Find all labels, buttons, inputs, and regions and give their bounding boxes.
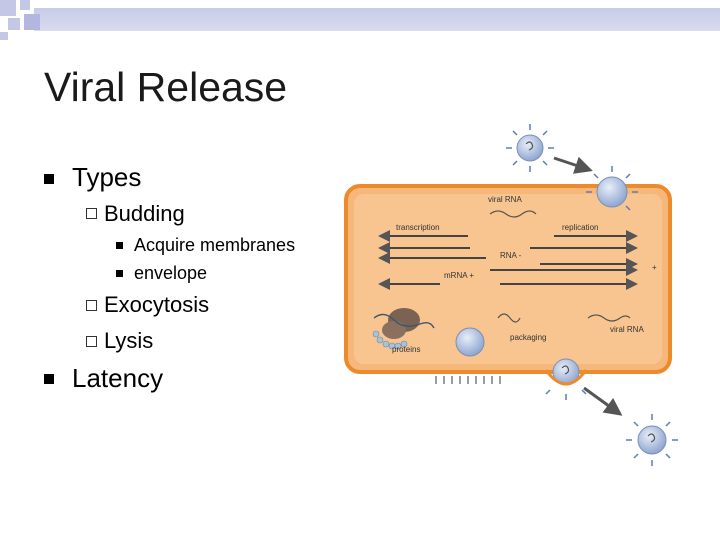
sub-sub-item-envelope: envelope: [134, 263, 208, 283]
capsid-icon: [455, 327, 485, 357]
label-packaging: packaging: [510, 333, 546, 342]
checkbox-bullet-icon: [86, 300, 97, 311]
label-replication: replication: [562, 223, 598, 232]
decor-square: [0, 0, 16, 16]
label-viral-rna-top: viral RNA: [488, 195, 522, 204]
label-transcription: transcription: [396, 223, 440, 232]
checkbox-bullet-icon: [86, 208, 97, 219]
exiting-virus-icon: [544, 358, 588, 400]
entry-arrow: [553, 156, 593, 174]
membrane-receptors: [435, 376, 501, 384]
sub-sub-item-acquire-membranes: Acquire membranes: [134, 235, 296, 255]
bullet-square: [44, 374, 54, 384]
exit-arrow: [583, 386, 623, 416]
slide-title: Viral Release: [44, 64, 288, 110]
label-proteins: proteins: [392, 345, 420, 354]
label-viral-rna-right: viral RNA: [610, 325, 644, 334]
incoming-virus-icon: [506, 124, 554, 172]
decor-square: [0, 32, 8, 40]
decor-square: [24, 14, 40, 30]
bullet-types: Types: [72, 162, 142, 192]
bullet-latency: Latency: [72, 363, 164, 393]
bullet-square: [116, 242, 123, 249]
sub-item-exocytosis: Exocytosis: [104, 292, 210, 317]
sub-item-budding: Budding: [104, 201, 185, 226]
decor-square: [8, 18, 20, 30]
decor-square: [20, 0, 30, 10]
bullet-square: [44, 174, 54, 184]
sub-item-lysis: Lysis: [104, 328, 154, 353]
label-plus: +: [652, 263, 657, 272]
cytoplasm: [354, 194, 662, 364]
viral-release-diagram: viral RNA transcription replication RNA …: [344, 124, 678, 466]
decorative-header: [0, 0, 720, 40]
header-band: [34, 8, 720, 31]
label-rna-minus: RNA -: [500, 251, 522, 260]
released-virus-icon: [626, 414, 678, 466]
checkbox-bullet-icon: [86, 336, 97, 347]
label-mrna-plus: mRNA +: [444, 271, 474, 280]
ribosome-proteins-icon: [372, 308, 435, 350]
bullet-square: [116, 270, 123, 277]
budding-virus-icon: [586, 166, 638, 211]
